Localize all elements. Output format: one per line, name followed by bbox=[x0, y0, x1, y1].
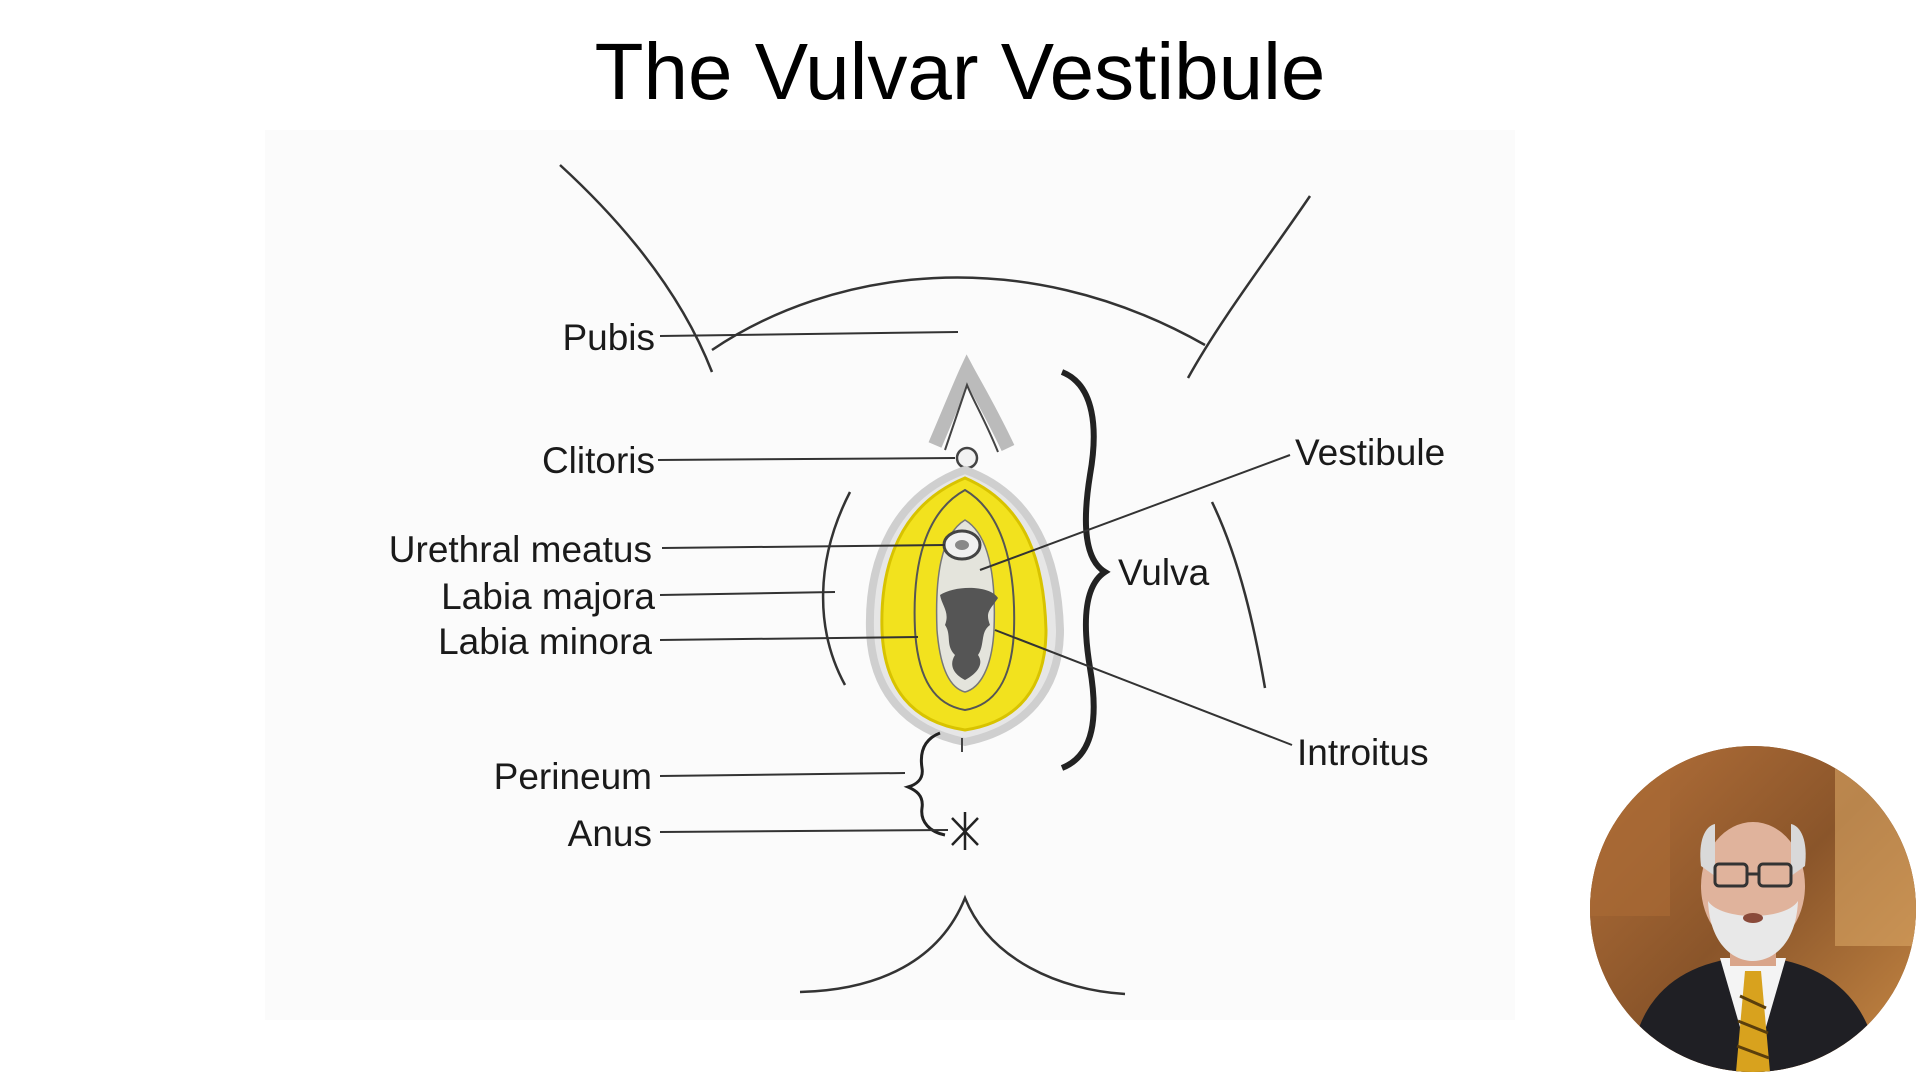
thigh-line-left bbox=[559, 164, 714, 373]
label-clitoris: Clitoris bbox=[542, 440, 655, 481]
leader-clitoris bbox=[657, 457, 956, 461]
perineum-brace bbox=[903, 731, 946, 837]
thigh-line-right bbox=[1186, 195, 1312, 379]
leader-perineum bbox=[659, 772, 906, 777]
label-vestibule: Vestibule bbox=[1295, 432, 1445, 473]
label-anus: Anus bbox=[568, 813, 652, 854]
hip-curve-right bbox=[1210, 501, 1267, 689]
label-urethral-meatus: Urethral meatus bbox=[389, 529, 652, 570]
label-pubis: Pubis bbox=[562, 317, 655, 358]
label-vulva: Vulva bbox=[1118, 552, 1210, 593]
hip-curve-left bbox=[821, 491, 852, 686]
clitoral-hood-outline bbox=[944, 382, 999, 453]
label-labia-majora: Labia majora bbox=[441, 576, 655, 617]
slide-title: The Vulvar Vestibule bbox=[594, 27, 1326, 116]
leader-urethral-meatus bbox=[661, 544, 946, 549]
buttock-curve bbox=[799, 894, 1126, 996]
label-labia-minora: Labia minora bbox=[438, 621, 652, 662]
presenter-illustration bbox=[1590, 746, 1916, 1072]
anus-mark bbox=[951, 812, 979, 850]
presenter-video-thumbnail bbox=[1590, 746, 1916, 1072]
label-perineum: Perineum bbox=[494, 756, 652, 797]
clitoris-glans bbox=[955, 446, 979, 470]
pubic-arc bbox=[711, 276, 1206, 352]
labia-minora-outline bbox=[913, 488, 1016, 712]
urethral-meatus-opening bbox=[955, 540, 969, 550]
leader-vestibule bbox=[979, 454, 1291, 571]
leader-introitus bbox=[994, 629, 1293, 746]
leader-anus bbox=[659, 829, 949, 833]
introitus-shape bbox=[940, 587, 998, 680]
vulva-brace bbox=[1060, 369, 1111, 771]
label-introitus: Introitus bbox=[1297, 732, 1429, 773]
leader-labia-majora bbox=[659, 591, 836, 596]
leader-pubis bbox=[659, 331, 959, 337]
clitoral-hood bbox=[928, 354, 1015, 451]
leader-labia-minora bbox=[659, 636, 919, 641]
